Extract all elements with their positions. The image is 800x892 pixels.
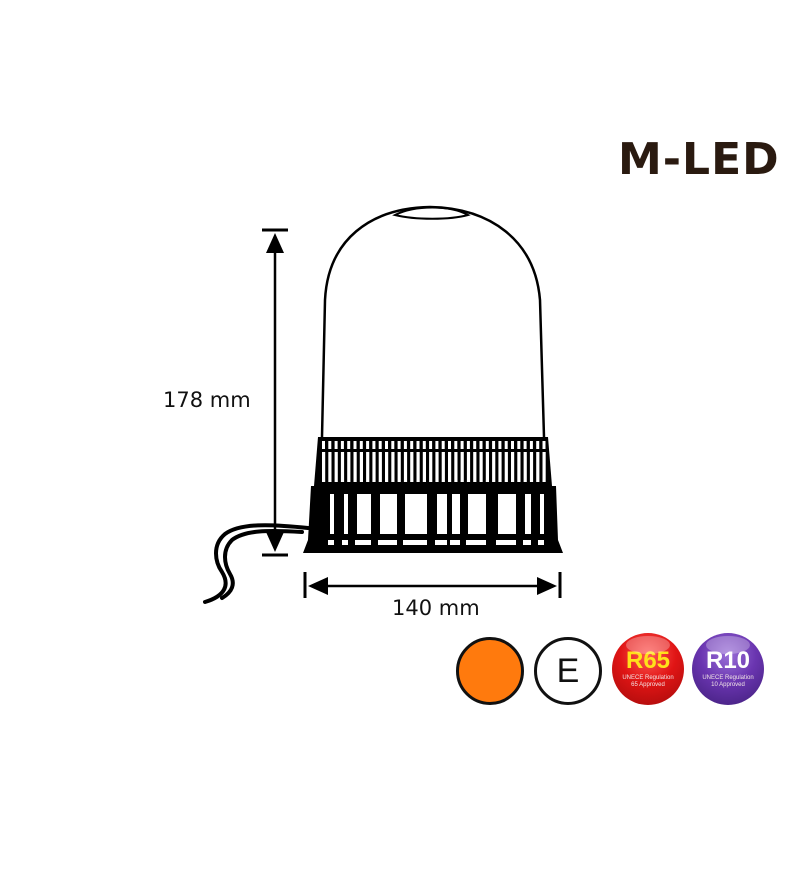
- badge-gloss: [706, 636, 750, 654]
- badge-gloss: [626, 636, 670, 654]
- width-label: 140 mm: [392, 596, 480, 620]
- beacon-base: [303, 486, 563, 553]
- beacon-dome: [320, 205, 546, 438]
- r10-line1: UNECE Regulation: [702, 675, 754, 681]
- height-dimension: [262, 228, 288, 557]
- width-dimension: [303, 572, 562, 598]
- amber-color-badge: [456, 637, 524, 705]
- e-mark-badge: E: [534, 637, 602, 705]
- power-cable: [203, 523, 310, 604]
- r65-line2: 65 Approved: [631, 682, 665, 688]
- beacon-collar: [314, 437, 552, 486]
- r65-code: R65: [625, 647, 671, 674]
- r65-badge: R65 UNECE Regulation 65 Approved: [612, 633, 684, 705]
- e-mark-label: E: [556, 651, 580, 690]
- height-label: 178 mm: [163, 388, 251, 412]
- r10-line2: 10 Approved: [711, 682, 745, 688]
- r10-code: R10: [705, 647, 751, 674]
- r10-badge: R10 UNECE Regulation 10 Approved: [692, 633, 764, 705]
- r65-line1: UNECE Regulation: [622, 675, 674, 681]
- brand-logo: M-LED: [618, 134, 780, 185]
